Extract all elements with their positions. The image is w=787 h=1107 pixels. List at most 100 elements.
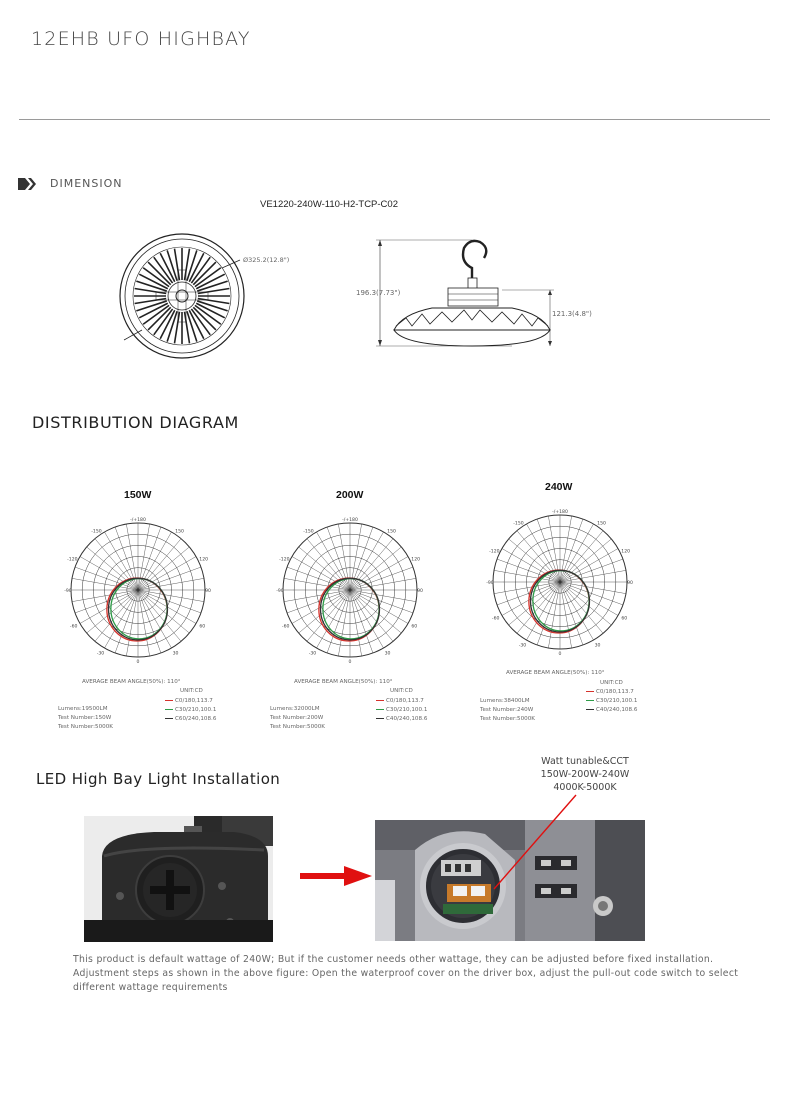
polar-spoke <box>559 581 594 641</box>
heatsink-fin <box>138 302 169 319</box>
legend-c60-150: C60/240,108.6 <box>165 716 216 722</box>
watt-note-line1: Watt tunable&CCT <box>541 756 629 767</box>
polar-spoke <box>316 589 351 649</box>
watt-tunable-note: Watt tunable&CCT 150W-200W-240W 4000K-50… <box>520 755 650 794</box>
angle-label: 60 <box>411 624 417 630</box>
heatsink-fin <box>166 250 178 282</box>
test-number-240: Test Number:240W <box>480 707 534 713</box>
polar-spoke <box>298 546 351 591</box>
angle-label: -150 <box>303 528 314 534</box>
legend-c30-240: C30/210,100.1 <box>586 698 637 704</box>
polar-spoke <box>283 578 351 591</box>
polar-spoke <box>338 589 351 657</box>
legend-c60-200: C40/240,108.6 <box>376 716 427 722</box>
polar-spoke <box>126 589 139 657</box>
heatsink-fin <box>197 287 230 295</box>
angle-label: -60 <box>282 624 290 630</box>
dip-switch-photo <box>375 820 645 941</box>
angle-label: 150 <box>175 528 184 534</box>
body-height-label: 121.3(4.8") <box>552 310 592 318</box>
angle-label: 30 <box>595 642 601 648</box>
test-cct-240: Test Number:5000K <box>480 716 535 722</box>
polar-spoke <box>79 556 139 591</box>
polar-spoke <box>349 589 402 634</box>
angle-label: -90 <box>486 580 494 586</box>
angle-label: 0 <box>137 659 140 665</box>
test-cct-150: Test Number:5000K <box>58 724 113 730</box>
polar-spoke <box>559 548 619 583</box>
polar-spoke <box>71 589 139 602</box>
polar-spoke <box>74 589 139 614</box>
angle-label: 120 <box>411 557 420 563</box>
legend-swatch-c0 <box>376 700 384 701</box>
polar-spoke <box>349 556 409 591</box>
angle-label: -90 <box>276 588 284 594</box>
note-line-2: Adjustment steps as shown in the above f… <box>73 968 739 979</box>
heatsink-fin <box>188 252 205 283</box>
heatsink-fin <box>142 304 170 325</box>
legend-c0-240: C0/180,113.7 <box>586 689 634 695</box>
polar-spoke <box>298 589 351 634</box>
heatsink-fin <box>188 309 205 340</box>
polar-spoke <box>71 578 139 591</box>
polar-spoke <box>548 581 561 649</box>
top-view-drawing <box>112 232 252 367</box>
legend-c60-240: C40/240,108.6 <box>586 707 637 713</box>
polar-spoke <box>526 581 561 641</box>
angle-label: -60 <box>492 616 500 622</box>
polar-spoke <box>137 566 202 591</box>
polar-spoke <box>137 546 190 591</box>
pointer-line <box>490 793 580 898</box>
watt-note-line3: 4000K-5000K <box>553 782 617 793</box>
angle-label: 150 <box>597 520 606 526</box>
heatsink-fin <box>147 306 172 331</box>
driver-box-photo <box>84 816 273 942</box>
polar-spoke <box>137 589 205 602</box>
dimension-heading: DIMENSION <box>50 177 123 190</box>
heatsink-fin <box>192 306 217 331</box>
unit-240: UNIT:CD <box>600 680 623 686</box>
test-number-150: Test Number:150W <box>58 715 112 721</box>
legend-c30-150: C30/210,100.1 <box>165 707 216 713</box>
header-divider <box>19 119 770 120</box>
polar-spoke <box>114 589 139 654</box>
heatsink-fin <box>166 310 178 342</box>
angle-label: 120 <box>621 549 630 555</box>
angle-label: -150 <box>513 520 524 526</box>
side-view-drawing <box>372 234 572 357</box>
polar-spoke <box>104 531 139 591</box>
angle-label: 60 <box>621 616 627 622</box>
lumens-200: Lumens:32000LM <box>270 706 320 712</box>
polar-spoke <box>559 581 584 646</box>
polar-spoke <box>559 581 604 634</box>
unit-200: UNIT:CD <box>390 688 413 694</box>
test-cct-200: Test Number:5000K <box>270 724 325 730</box>
page-title: 12EHB UFO HIGHBAY <box>31 28 251 50</box>
angle-label: -60 <box>70 624 78 630</box>
polar-spoke <box>326 589 351 654</box>
angle-label: 0 <box>349 659 352 665</box>
polar-spoke <box>137 589 162 654</box>
angle-label: -/+180 <box>342 517 358 523</box>
heatsink-fin <box>190 256 211 284</box>
polar-spoke <box>501 548 561 583</box>
polar-spoke <box>137 556 197 591</box>
heatsink-fin <box>173 248 181 281</box>
polar-spoke <box>349 531 384 591</box>
polar-spoke <box>349 538 394 591</box>
polar-spoke <box>536 581 561 646</box>
polar-spoke <box>137 526 162 591</box>
heatsink-fin <box>136 280 168 292</box>
legend-swatch-c0 <box>165 700 173 701</box>
heatsink-fin <box>183 248 191 281</box>
distribution-heading: DISTRIBUTION DIAGRAM <box>32 413 239 432</box>
watt-label-150: 150W <box>124 489 152 501</box>
polar-spoke <box>286 566 351 591</box>
angle-label: 120 <box>199 557 208 563</box>
polar-spoke <box>493 581 561 594</box>
legend-c0-150: C0/180,113.7 <box>165 698 213 704</box>
legend-c0-200: C0/180,113.7 <box>376 698 424 704</box>
heatsink-fin <box>159 309 176 340</box>
